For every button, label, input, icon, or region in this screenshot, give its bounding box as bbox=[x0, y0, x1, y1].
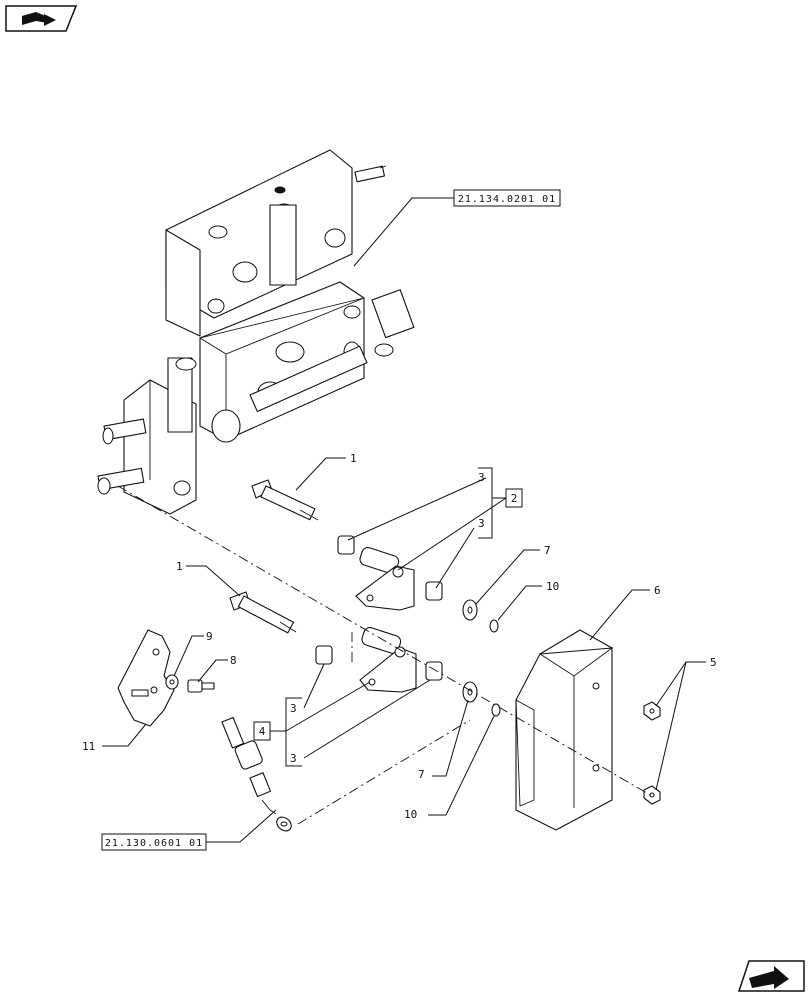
reference-top[interactable]: 21.134.0201 01 bbox=[458, 194, 556, 205]
lever-2 bbox=[355, 547, 415, 611]
circlip-10a bbox=[489, 619, 499, 633]
callout-3-upper-b: 3 bbox=[478, 517, 485, 530]
callout-7-lower: 7 bbox=[418, 768, 425, 781]
pin-1-lower bbox=[229, 591, 297, 634]
boxed-callout-4: 4 bbox=[259, 725, 266, 738]
callout-7-upper: 7 bbox=[544, 544, 551, 557]
next-page-arrow-icon[interactable] bbox=[737, 960, 805, 992]
callout-1-lower: 1 bbox=[176, 560, 183, 573]
bushing-3a bbox=[337, 535, 355, 555]
pin-1-upper bbox=[251, 479, 319, 521]
callout-5: 5 bbox=[710, 656, 717, 669]
callout-10-lower: 10 bbox=[404, 808, 417, 821]
callout-9: 9 bbox=[206, 630, 213, 643]
callout-3-lower-b: 3 bbox=[290, 752, 297, 765]
callout-3-upper-a: 3 bbox=[478, 471, 485, 484]
callout-6: 6 bbox=[654, 584, 661, 597]
callout-1-upper: 1 bbox=[350, 452, 357, 465]
book-arrow-icon[interactable] bbox=[5, 5, 78, 32]
boxed-callout-4-frame bbox=[253, 721, 271, 741]
bracket-11 bbox=[117, 629, 175, 727]
sensor-cable bbox=[221, 716, 292, 832]
callout-10-upper: 10 bbox=[546, 580, 559, 593]
reference-bottom[interactable]: 21.130.0601 01 bbox=[105, 838, 203, 849]
valve-assembly bbox=[97, 149, 415, 515]
callout-8: 8 bbox=[230, 654, 237, 667]
bushing-3c bbox=[315, 645, 333, 665]
screw-8 bbox=[187, 679, 215, 693]
boxed-callout-2: 2 bbox=[511, 492, 518, 505]
cover-6 bbox=[515, 629, 614, 831]
callout-3-lower-a: 3 bbox=[290, 702, 297, 715]
bushing-3b bbox=[425, 581, 443, 601]
bushing-3d bbox=[425, 661, 443, 681]
lever-4 bbox=[359, 627, 417, 693]
callout-11: 11 bbox=[82, 740, 95, 753]
circlip-10b bbox=[491, 703, 501, 717]
